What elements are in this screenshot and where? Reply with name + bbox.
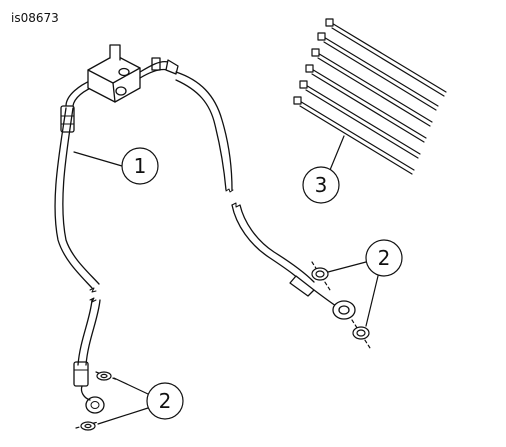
callout-2-left-label: 2 [159, 389, 172, 413]
callout-2-right: 2 [327, 239, 403, 327]
sealing-washers-right [311, 261, 371, 349]
callout-2-left: 2 [97, 377, 184, 425]
callout-3-label: 3 [315, 173, 328, 197]
junction-block [87, 44, 179, 103]
brake-hose-right [175, 71, 356, 320]
sealing-washers-left [75, 371, 119, 431]
callout-3: 3 [302, 135, 345, 204]
brake-hose-left [54, 79, 105, 414]
callout-1: 1 [73, 147, 159, 185]
callout-2-right-label: 2 [378, 246, 391, 270]
cable-ties [293, 18, 447, 175]
callout-1-label: 1 [134, 154, 147, 178]
figure-id-label: is08673 [11, 11, 59, 25]
